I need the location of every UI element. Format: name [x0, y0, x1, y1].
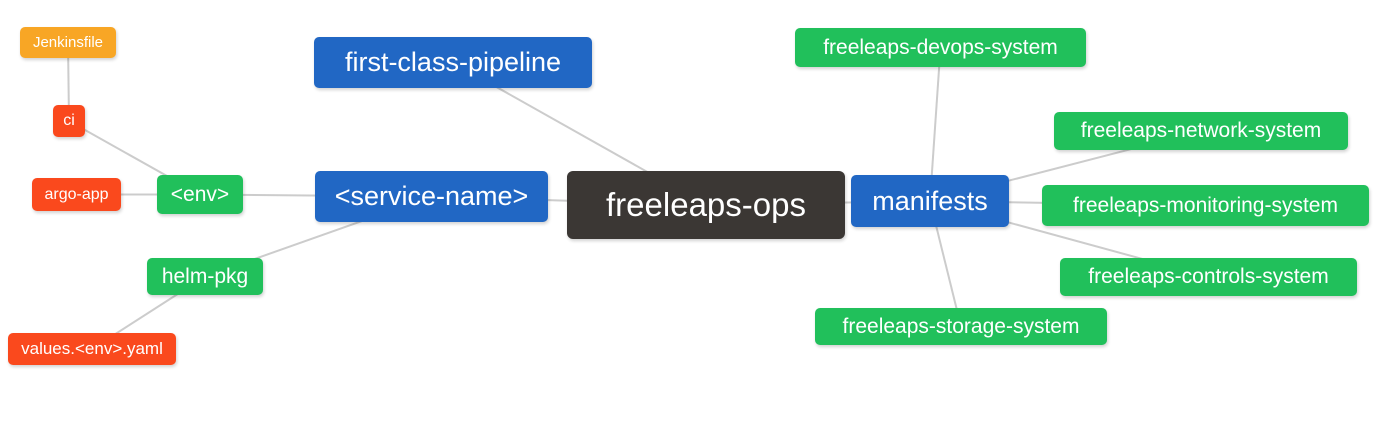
node-values-env-yaml[interactable]: values.<env>.yaml — [8, 333, 176, 365]
node-label: Jenkinsfile — [32, 34, 104, 51]
node-freeleaps-controls-system[interactable]: freeleaps-controls-system — [1060, 258, 1357, 296]
node-label: helm-pkg — [161, 264, 249, 288]
node-freeleaps-storage-system[interactable]: freeleaps-storage-system — [815, 308, 1107, 345]
node-env[interactable]: <env> — [157, 175, 243, 214]
node-label: manifests — [872, 185, 988, 216]
node-label: ci — [63, 112, 75, 129]
node-ci[interactable]: ci — [53, 105, 85, 137]
node-jenkinsfile[interactable]: Jenkinsfile — [20, 27, 116, 58]
node-label: values.<env>.yaml — [21, 339, 163, 358]
node-label: freeleaps-monitoring-system — [1073, 193, 1338, 217]
node-helm-pkg[interactable]: helm-pkg — [147, 258, 263, 295]
node-label: freeleaps-devops-system — [823, 35, 1058, 59]
node-freeleaps-monitoring-system[interactable]: freeleaps-monitoring-system — [1042, 185, 1369, 226]
node-freeleaps-devops-system[interactable]: freeleaps-devops-system — [795, 28, 1086, 67]
node-label: freeleaps-ops — [606, 186, 806, 223]
node-freeleaps-ops[interactable]: freeleaps-ops — [567, 171, 845, 239]
node-label: freeleaps-storage-system — [842, 314, 1080, 338]
node-argo-app[interactable]: argo-app — [32, 178, 121, 211]
node-label: first-class-pipeline — [344, 47, 562, 77]
node-label: <service-name> — [334, 181, 529, 211]
node-first-class-pipeline[interactable]: first-class-pipeline — [314, 37, 592, 88]
node-label: argo-app — [44, 185, 109, 203]
node-freeleaps-network-system[interactable]: freeleaps-network-system — [1054, 112, 1348, 150]
node-manifests[interactable]: manifests — [851, 175, 1009, 227]
node-label: freeleaps-network-system — [1080, 119, 1322, 142]
node-label: freeleaps-controls-system — [1088, 265, 1329, 288]
node-label: <env> — [170, 182, 230, 206]
node-service-name[interactable]: <service-name> — [315, 171, 548, 222]
